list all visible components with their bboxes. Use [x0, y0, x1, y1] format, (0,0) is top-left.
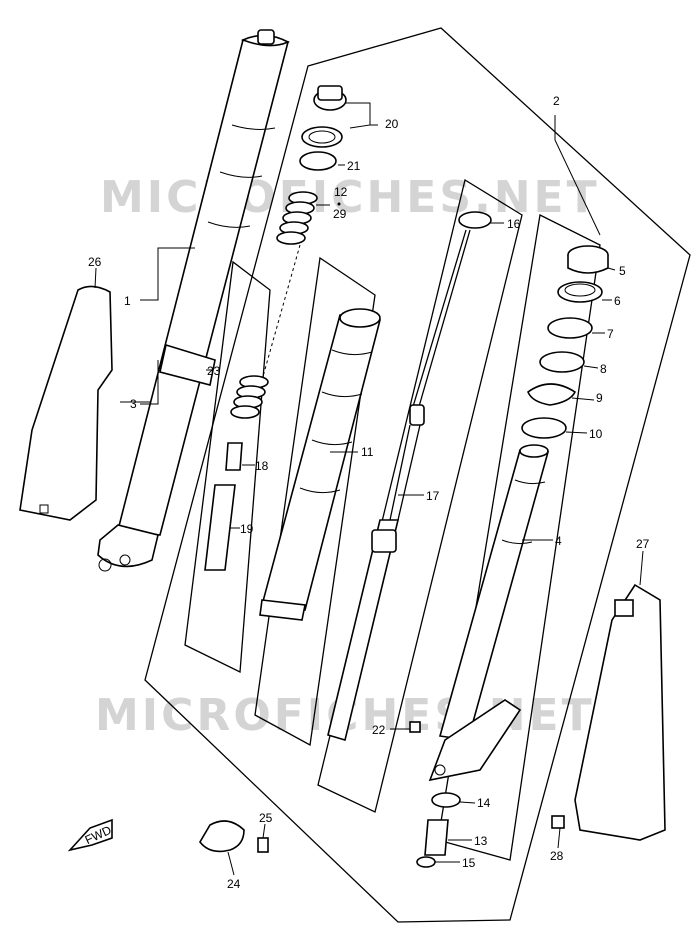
washer-7	[547, 317, 593, 339]
bolt-28	[551, 815, 565, 829]
label-19: 19	[240, 522, 254, 536]
label-11: 11	[361, 445, 374, 459]
label-27: 27	[636, 537, 650, 551]
inner-frame-inner-tube	[437, 214, 601, 861]
callout-labels: 1 2 3 4 5 6 7 8 9 10 11 12 13 14 15 16 1…	[88, 94, 650, 891]
label-7: 7	[607, 327, 614, 341]
label-22: 22	[372, 723, 386, 737]
label-29: 29	[333, 207, 347, 221]
top-cap	[299, 85, 347, 171]
label-13: 13	[474, 834, 488, 848]
assembly-frame	[144, 27, 691, 923]
label-9: 9	[596, 391, 603, 405]
label-21: 21	[347, 159, 361, 173]
gasket-14	[431, 792, 461, 808]
label-6: 6	[614, 294, 621, 308]
fwd-arrow: FWD	[67, 818, 114, 852]
label-26: 26	[88, 255, 102, 269]
guard-bracket	[614, 599, 634, 617]
label-24: 24	[227, 877, 241, 891]
bolt-22	[409, 721, 421, 733]
fork-spring	[230, 191, 318, 419]
label-25: 25	[259, 811, 273, 825]
spacer	[225, 442, 243, 471]
label-3: 3	[130, 397, 137, 411]
stopper-ring-9	[527, 383, 577, 406]
clamp-24	[199, 820, 245, 853]
label-1: 1	[124, 294, 131, 308]
inner-frame-spring	[184, 260, 271, 674]
label-8: 8	[600, 362, 607, 376]
gasket-15	[416, 856, 436, 868]
fork-assembly-left	[97, 29, 290, 572]
label-15: 15	[462, 856, 476, 870]
fork-guard-left	[19, 285, 113, 521]
label-16: 16	[507, 217, 521, 231]
label-2: 2	[553, 94, 560, 108]
dust-seal-10	[521, 417, 567, 439]
watermark-top: MICROFICHES.NET	[100, 172, 600, 223]
damper-rod	[327, 211, 492, 742]
leader-lines	[94, 102, 644, 876]
label-28: 28	[550, 849, 564, 863]
outer-tube	[259, 308, 382, 621]
label-20: 20	[385, 117, 399, 131]
axle-holder	[428, 699, 522, 782]
label-23: 23	[207, 364, 221, 378]
bushing-6	[557, 281, 603, 303]
label-18: 18	[255, 459, 269, 473]
label-dot-12-29	[337, 202, 341, 206]
inner-frame-outer-tube	[254, 256, 376, 747]
label-4: 4	[555, 534, 562, 548]
fork-guard-right	[574, 583, 666, 841]
label-5: 5	[619, 264, 626, 278]
label-17: 17	[426, 489, 440, 503]
spring-guide	[204, 484, 236, 571]
inner-frame-damper	[317, 178, 523, 813]
label-14: 14	[477, 796, 491, 810]
bolt-13	[424, 819, 449, 856]
label-10: 10	[589, 427, 603, 441]
label-12: 12	[334, 185, 348, 199]
oil-seal-8	[539, 351, 585, 373]
bolt-25	[257, 837, 269, 853]
bushing-5	[567, 245, 609, 274]
